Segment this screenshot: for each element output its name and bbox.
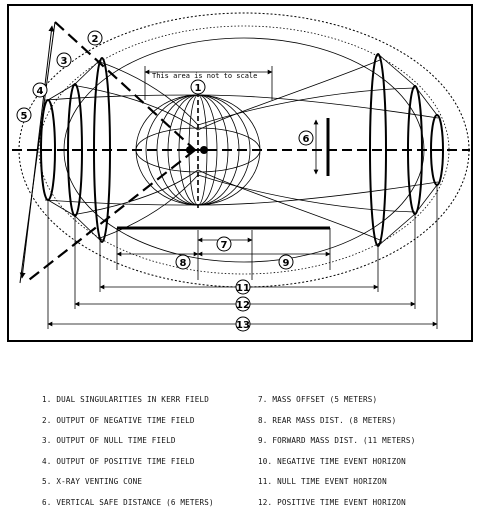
callout-4: 4 bbox=[32, 82, 48, 98]
legend-item: 9. FORWARD MASS DIST. (11 METERS) bbox=[258, 436, 416, 445]
legend: 1. DUAL SINGULARITIES IN KERR FIELD 2. O… bbox=[0, 395, 480, 515]
callout-8: 8 bbox=[175, 254, 191, 270]
legend-item: 6. VERTICAL SAFE DISTANCE (6 METERS) bbox=[42, 497, 214, 507]
diagram-frame bbox=[7, 4, 473, 342]
callout-13: 13 bbox=[235, 316, 251, 332]
xray-cone-line bbox=[54, 21, 196, 151]
svg-text:11: 11 bbox=[236, 283, 250, 294]
legend-item: 2. OUTPUT OF NEGATIVE TIME FIELD bbox=[42, 415, 195, 425]
diagram: This area is not to scale 1 2 3 4 5 6 7 … bbox=[7, 4, 473, 342]
legend-left-column: 1. DUAL SINGULARITIES IN KERR FIELD 2. O… bbox=[42, 395, 214, 518]
legend-item: 5. X-RAY VENTING CONE bbox=[42, 477, 143, 486]
legend-item: 12. POSITIVE TIME EVENT HORIZON bbox=[258, 497, 406, 507]
svg-text:5: 5 bbox=[21, 111, 28, 122]
svg-text:12: 12 bbox=[236, 300, 250, 311]
callout-1: 1 bbox=[190, 79, 206, 95]
svg-text:9: 9 bbox=[283, 258, 290, 269]
legend-item: 4. OUTPUT OF POSITIVE TIME FIELD bbox=[42, 456, 195, 466]
svg-text:13: 13 bbox=[236, 320, 250, 331]
callout-12: 12 bbox=[235, 296, 251, 312]
legend-item: 11. NULL TIME EVENT HORIZON bbox=[258, 477, 387, 486]
legend-right-column: 7. MASS OFFSET (5 METERS) 8. REAR MASS D… bbox=[258, 395, 415, 518]
callout-5: 5 bbox=[16, 107, 32, 123]
callout-7: 7 bbox=[216, 236, 232, 252]
callout-11: 11 bbox=[235, 279, 251, 295]
legend-item: 8. REAR MASS DIST. (8 METERS) bbox=[258, 415, 397, 425]
svg-text:4: 4 bbox=[37, 86, 44, 97]
callout-6: 6 bbox=[298, 130, 314, 146]
legend-item: 1. DUAL SINGULARITIES IN KERR FIELD bbox=[42, 395, 210, 404]
svg-text:2: 2 bbox=[92, 34, 99, 45]
callout-2: 2 bbox=[87, 30, 103, 46]
legend-item: 10. NEGATIVE TIME EVENT HORIZON bbox=[258, 456, 406, 466]
callout-3: 3 bbox=[56, 52, 72, 68]
svg-text:6: 6 bbox=[303, 134, 310, 145]
legend-item: 3. OUTPUT OF NULL TIME FIELD bbox=[42, 436, 176, 445]
callouts: 1 2 3 4 5 6 7 8 9 11 12 13 bbox=[16, 30, 314, 332]
svg-text:1: 1 bbox=[195, 83, 202, 94]
svg-text:3: 3 bbox=[61, 56, 68, 67]
singularity-b bbox=[200, 146, 208, 154]
callout-9: 9 bbox=[278, 254, 294, 270]
svg-text:8: 8 bbox=[180, 258, 187, 269]
svg-text:7: 7 bbox=[221, 240, 228, 251]
not-to-scale-note: This area is not to scale bbox=[152, 72, 257, 80]
legend-item: 7. MASS OFFSET (5 METERS) bbox=[258, 395, 378, 404]
